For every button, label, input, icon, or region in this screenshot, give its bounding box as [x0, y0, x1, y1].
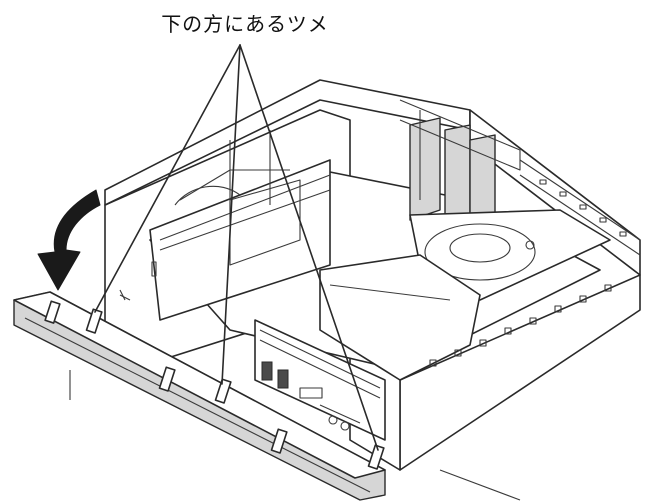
pc-chassis: [69, 79, 641, 501]
cooling-fan: [409, 209, 611, 301]
callout-label: 下の方にあるツメ: [161, 12, 329, 36]
bezel-tabs: [44, 300, 385, 470]
curved-arrow-down-icon: [37, 189, 101, 291]
front-bezel: [13, 291, 386, 501]
front-io-panel: [254, 319, 386, 441]
callout-leader-lines: [94, 44, 379, 451]
